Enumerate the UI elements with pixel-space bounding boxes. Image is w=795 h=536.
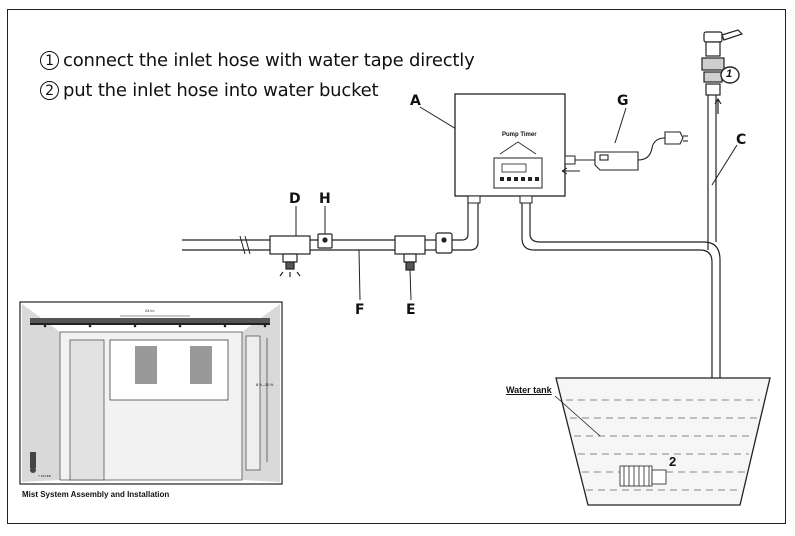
instruction-text-2: put the inlet hose into water bucket xyxy=(63,80,379,101)
step-number-1: 1 xyxy=(40,51,59,70)
dimension-height: 8 ft.–10 ft. xyxy=(256,382,274,387)
tee-fitting-e xyxy=(394,235,426,271)
label-f: F xyxy=(355,302,365,318)
installation-caption: Mist System Assembly and Installation xyxy=(22,490,170,499)
timer-unit-g xyxy=(594,131,688,171)
water-tank-label: Water tank xyxy=(506,385,552,395)
diagram-frame xyxy=(7,9,786,524)
label-e: E xyxy=(406,302,416,318)
label-d: D xyxy=(289,191,301,207)
y-filter-label: Y FILTER xyxy=(38,474,51,478)
pump-unit-a xyxy=(454,93,595,204)
inlet-filter xyxy=(619,465,667,487)
valve-h xyxy=(317,233,333,249)
marker-2-label: 2 xyxy=(669,454,677,469)
marker-1-badge xyxy=(720,66,740,84)
pump-timer-label: Pump Timer xyxy=(502,132,537,138)
instruction-text-1: connect the inlet hose with water tape d… xyxy=(63,50,475,71)
label-g: G xyxy=(617,93,629,109)
inlet-hose-c xyxy=(707,95,717,250)
pipe-connector xyxy=(435,232,453,254)
label-h: H xyxy=(319,191,331,207)
marker-1-label: 1 xyxy=(726,68,733,80)
y-filter-icon xyxy=(30,452,36,473)
step-number-2: 2 xyxy=(40,81,59,100)
dimension-width: 24 in. xyxy=(145,308,155,313)
installation-inset xyxy=(19,301,283,485)
tee-fitting-d xyxy=(269,235,311,277)
pipe-break-mark xyxy=(239,235,251,255)
label-c: C xyxy=(736,132,747,148)
water-tank xyxy=(554,377,771,506)
faucet-icon xyxy=(701,29,744,114)
label-a: A xyxy=(410,93,421,109)
